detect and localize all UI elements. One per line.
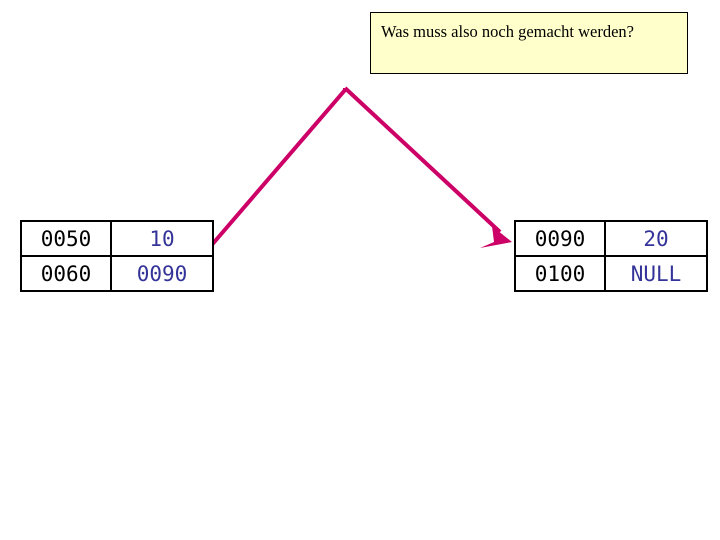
address-cell: 0050 xyxy=(20,220,112,257)
table-row: 0060 0090 xyxy=(20,255,214,292)
memory-table-right: 0090 20 0100 NULL xyxy=(514,220,708,292)
arrow-segment-right xyxy=(343,86,502,234)
value-cell: NULL xyxy=(604,255,708,292)
table-row: 0050 10 xyxy=(20,220,214,257)
address-cell: 0090 xyxy=(514,220,606,257)
value-cell: 0090 xyxy=(110,255,214,292)
callout-text: Was muss also noch gemacht werden? xyxy=(381,22,634,41)
arrow-segment-left xyxy=(208,88,347,249)
address-cell: 0060 xyxy=(20,255,112,292)
memory-table-left: 0050 10 0060 0090 xyxy=(20,220,214,292)
table-row: 0090 20 xyxy=(514,220,708,257)
value-cell: 20 xyxy=(604,220,708,257)
address-cell: 0100 xyxy=(514,255,606,292)
callout-box: Was muss also noch gemacht werden? xyxy=(370,12,688,74)
arrow-head-icon xyxy=(480,226,512,248)
table-row: 0100 NULL xyxy=(514,255,708,292)
value-cell: 10 xyxy=(110,220,214,257)
